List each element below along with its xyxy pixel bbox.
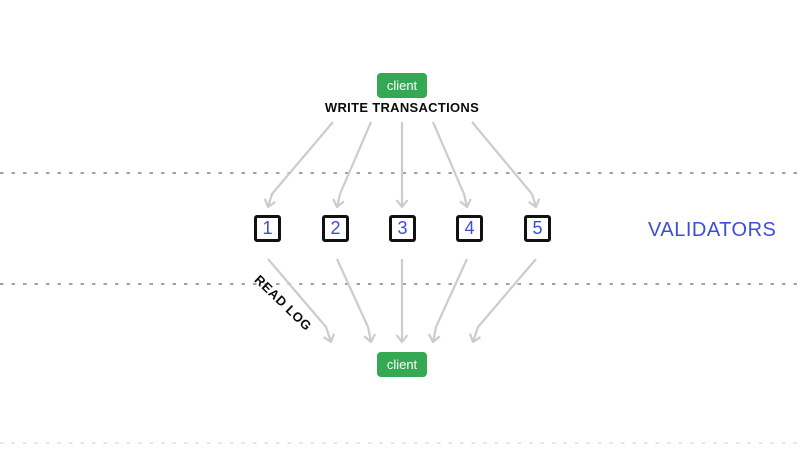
validator-box-5: 5 [524, 215, 551, 242]
validator-box-4: 4 [456, 215, 483, 242]
validator-box-1: 1 [254, 215, 281, 242]
validators-label: VALIDATORS [648, 219, 777, 241]
read-arrow-1 [267, 258, 336, 344]
read-arrow-2 [335, 258, 377, 344]
validator-box-2: 2 [322, 215, 349, 242]
client-badge-bottom: client [377, 352, 427, 377]
read-arrow-5 [468, 258, 537, 344]
write-arrow-4 [431, 121, 472, 209]
validator-box-3: 3 [389, 215, 416, 242]
client-badge-top: client [377, 73, 427, 98]
write-arrow-2 [332, 121, 373, 209]
write-arrow-1 [263, 121, 334, 209]
read-arrow-4 [427, 258, 469, 344]
write-arrow-5 [471, 121, 541, 209]
write-transactions-label: WRITE TRANSACTIONS [324, 100, 480, 115]
